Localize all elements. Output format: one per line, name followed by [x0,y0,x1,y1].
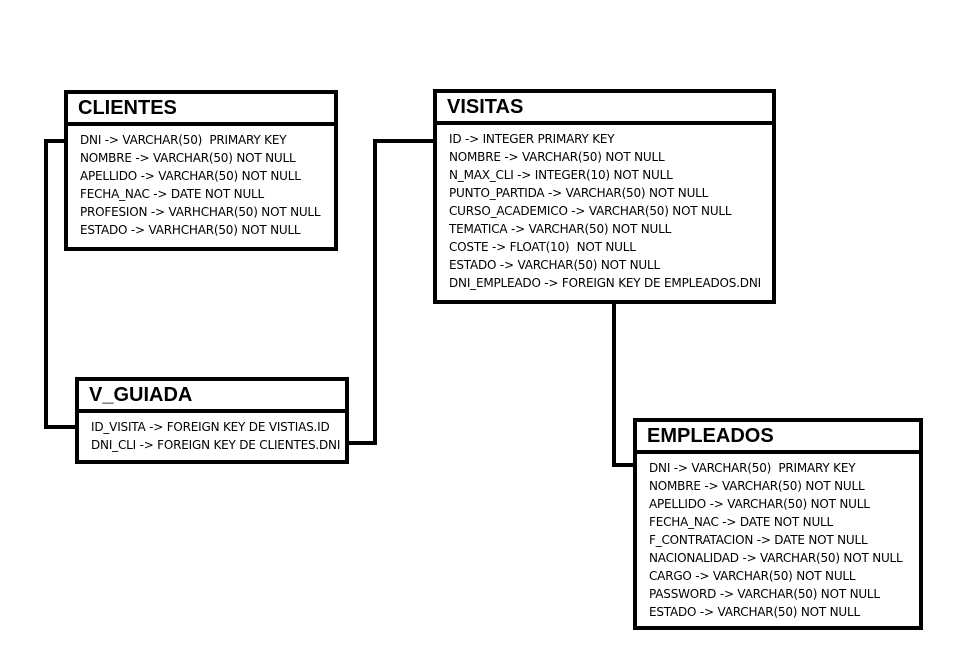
table-visitas: VISITAS ID -> INTEGER PRIMARY KEY NOMBRE… [433,89,776,304]
field-row: DNI -> VARCHAR(50) PRIMARY KEY [80,133,287,147]
field-list: DNI -> VARCHAR(50) PRIMARY KEY NOMBRE ->… [68,126,334,239]
table-v-guiada: V_GUIADA ID_VISITA -> FOREIGN KEY DE VIS… [75,377,349,464]
table-title: CLIENTES [68,94,334,126]
table-empleados: EMPLEADOS DNI -> VARCHAR(50) PRIMARY KEY… [633,418,923,630]
field-row: PROFESION -> VARHCHAR(50) NOT NULL [80,205,321,219]
table-clientes: CLIENTES DNI -> VARCHAR(50) PRIMARY KEY … [64,90,338,251]
field-row: APELLIDO -> VARCHAR(50) NOT NULL [649,497,870,511]
field-row: DNI_EMPLEADO -> FOREIGN KEY DE EMPLEADOS… [449,276,761,290]
field-row: NOMBRE -> VARCHAR(50) NOT NULL [449,150,665,164]
field-row: CURSO_ACADEMICO -> VARCHAR(50) NOT NULL [449,204,732,218]
connector-clientes-v-guiada [44,139,77,429]
field-row: NOMBRE -> VARCHAR(50) NOT NULL [80,151,296,165]
field-list: ID_VISITA -> FOREIGN KEY DE VISTIAS.ID D… [79,413,345,454]
field-row: APELLIDO -> VARCHAR(50) NOT NULL [80,169,301,183]
connector-visitas-empleados [612,302,635,467]
field-row: FECHA_NAC -> DATE NOT NULL [80,187,264,201]
table-title: VISITAS [437,93,772,125]
connector-visitas-v-guiada [347,139,435,445]
field-row: ID_VISITA -> FOREIGN KEY DE VISTIAS.ID [91,420,330,434]
table-title: V_GUIADA [79,381,345,413]
field-row: ESTADO -> VARCHAR(50) NOT NULL [649,605,860,619]
field-list: ID -> INTEGER PRIMARY KEY NOMBRE -> VARC… [437,125,772,292]
field-row: ID -> INTEGER PRIMARY KEY [449,132,615,146]
field-row: DNI -> VARCHAR(50) PRIMARY KEY [649,461,856,475]
field-row: CARGO -> VARCHAR(50) NOT NULL [649,569,856,583]
field-row: FECHA_NAC -> DATE NOT NULL [649,515,833,529]
field-row: ESTADO -> VARHCHAR(50) NOT NULL [80,223,301,237]
table-title: EMPLEADOS [637,422,919,454]
field-list: DNI -> VARCHAR(50) PRIMARY KEY NOMBRE ->… [637,454,919,621]
field-row: N_MAX_CLI -> INTEGER(10) NOT NULL [449,168,673,182]
field-row: TEMATICA -> VARCHAR(50) NOT NULL [449,222,672,236]
field-row: F_CONTRATACION -> DATE NOT NULL [649,533,868,547]
field-row: PUNTO_PARTIDA -> VARCHAR(50) NOT NULL [449,186,709,200]
field-row: NOMBRE -> VARCHAR(50) NOT NULL [649,479,865,493]
field-row: DNI_CLI -> FOREIGN KEY DE CLIENTES.DNI [91,438,341,452]
field-row: ESTADO -> VARCHAR(50) NOT NULL [449,258,660,272]
field-row: PASSWORD -> VARCHAR(50) NOT NULL [649,587,880,601]
field-row: COSTE -> FLOAT(10) NOT NULL [449,240,636,254]
field-row: NACIONALIDAD -> VARCHAR(50) NOT NULL [649,551,903,565]
